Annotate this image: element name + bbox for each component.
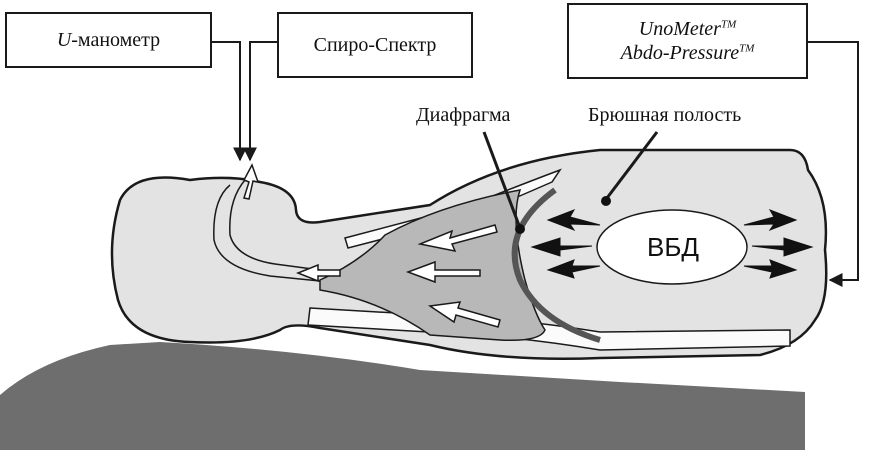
unometer-connector: [808, 41, 859, 287]
spiro-spectr-label: Спиро-Спектр: [313, 34, 437, 56]
u-manometer-box: U-манометр: [5, 12, 212, 68]
unometer-line1: UnoMeter: [638, 18, 721, 40]
diaphragm-curve: [511, 187, 601, 343]
abdominal-pointer: [605, 131, 659, 199]
airway: [213, 184, 321, 282]
unometer-box: UnoMeterTM Abdo-PressureTM: [567, 3, 808, 79]
spiro-spectr-box: Спиро-Спектр: [277, 12, 473, 78]
unometer-line2-tm: TM: [739, 42, 755, 55]
iap-arrows: [530, 209, 814, 279]
diaphragm-pointer: [482, 131, 522, 229]
airflow-arrows: [242, 163, 501, 328]
unometer-line2: Abdo-Pressure: [620, 42, 740, 64]
u-manometer-connector: [212, 41, 247, 162]
spiro-connector: [243, 41, 277, 162]
diaphragm-label: Диафрагма: [416, 104, 511, 126]
u-manometer-label: -манометр: [71, 29, 161, 51]
iap-oval: [596, 209, 748, 285]
u-manometer-italic: U: [56, 29, 72, 51]
bed-surface: [0, 342, 805, 450]
unometer-line1-tm: TM: [720, 18, 737, 31]
iap-label: ВБД: [646, 232, 699, 262]
abdominal-cavity-label: Брюшная полость: [588, 104, 742, 126]
